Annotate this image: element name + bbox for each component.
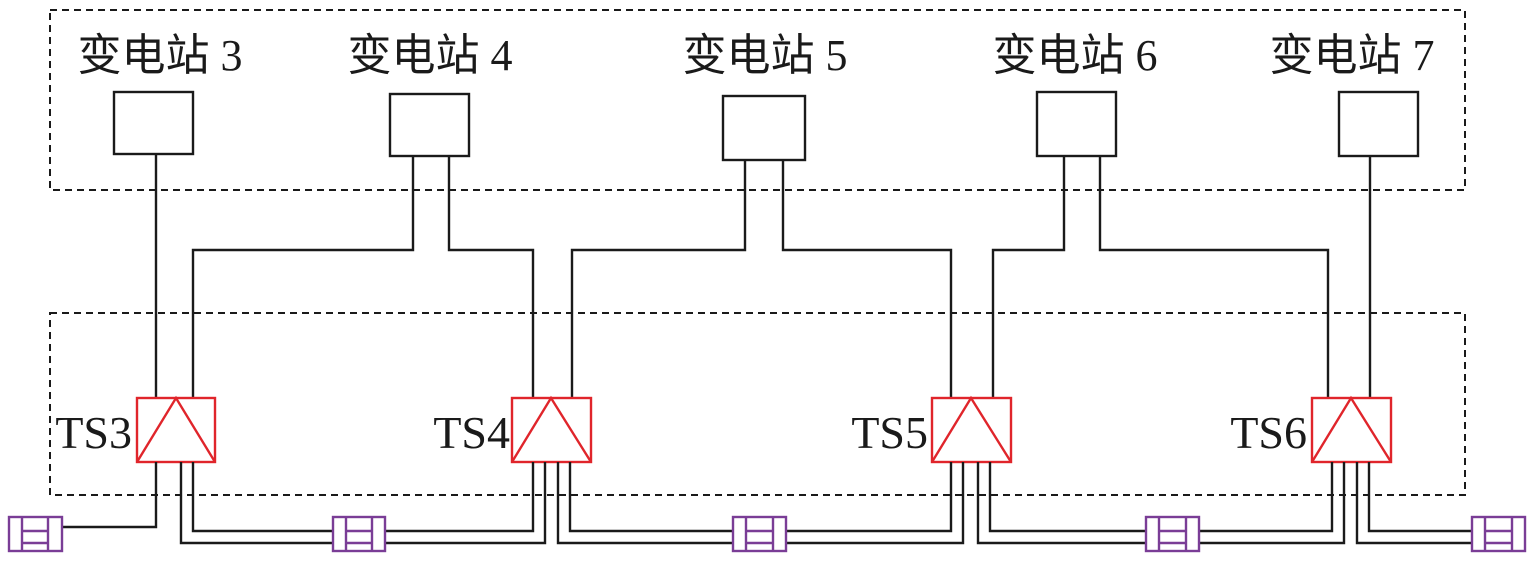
feeder-sub4-ts4 <box>447 156 535 398</box>
substation-group-frame <box>49 9 1466 191</box>
coupler-2 <box>331 515 387 553</box>
traction-station-5-symbol <box>930 395 1013 464</box>
substation-4-box <box>388 92 471 158</box>
traction-station-group-frame <box>49 312 1466 496</box>
traction-station-6-label: TS6 <box>1230 407 1307 458</box>
traction-station-5-label: TS5 <box>851 407 928 458</box>
traction-station-3-symbol <box>135 395 217 464</box>
traction-station-3-label: TS3 <box>55 407 132 458</box>
substation-5-box <box>721 94 807 162</box>
substation-3-label: 变电站 3 <box>78 31 243 80</box>
rail-lines <box>62 462 1472 545</box>
substation-5-label: 变电站 5 <box>683 31 848 80</box>
traction-station-4-symbol <box>510 395 593 464</box>
feeder-sub5-ts5 <box>781 160 953 398</box>
coupler-3 <box>731 515 788 553</box>
traction-station-6-symbol <box>1310 395 1393 464</box>
substation-3-box <box>112 90 195 156</box>
coupler-1 <box>7 515 64 553</box>
substation-7-box <box>1337 90 1420 158</box>
feeder-sub4-ts3 <box>191 156 415 398</box>
substation-6-box <box>1035 90 1118 158</box>
feeder-sub6-ts6 <box>1098 156 1330 398</box>
feeder-sub6-ts5 <box>991 156 1066 398</box>
substation-6-label: 变电站 6 <box>993 31 1158 80</box>
coupler-5 <box>1470 515 1527 553</box>
substation-7-label: 变电站 7 <box>1270 31 1435 80</box>
traction-station-4-label: TS4 <box>433 407 510 458</box>
feeder-sub5-ts4 <box>570 160 747 398</box>
coupler-4 <box>1144 515 1201 553</box>
substation-4-label: 变电站 4 <box>348 31 513 80</box>
